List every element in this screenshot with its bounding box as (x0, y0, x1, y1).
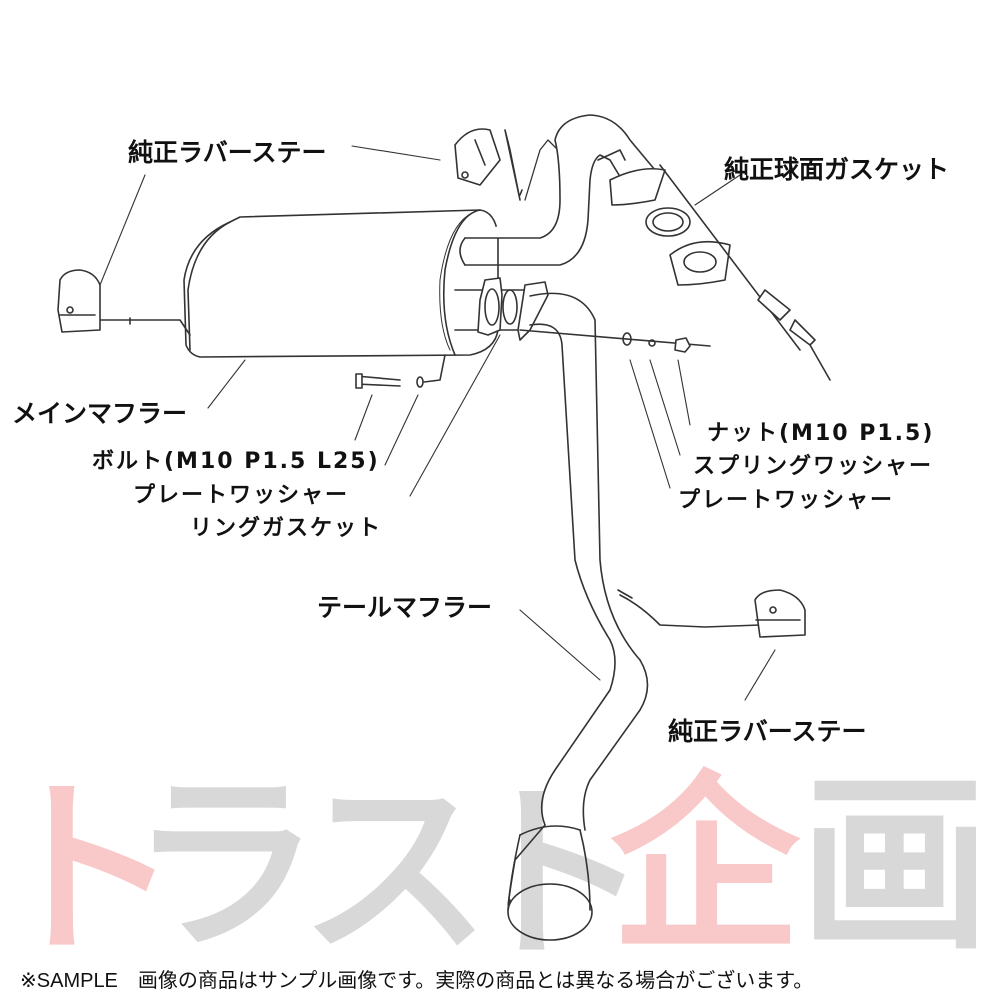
label-plate-washer-right: プレートワッシャー (678, 488, 895, 513)
label-nut: ナット(M10 P1.5) (707, 421, 935, 446)
watermark-char-2: ラ (130, 753, 321, 976)
watermark-char-4: ト (460, 763, 651, 986)
label-ring-gasket: リングガスケット (190, 516, 383, 541)
main-muffler-shape (99, 209, 499, 358)
label-bolt: ボルト(M10 P1.5 L25) (92, 449, 380, 474)
tail-muffler-shape (507, 589, 761, 941)
fastener-row-right (519, 329, 711, 353)
label-spherical-gasket: 純正球面ガスケット (724, 155, 950, 184)
label-tail-muffler: テールマフラー (317, 593, 493, 622)
outlet-flanges (454, 277, 641, 661)
rubber-stay-top-shape (454, 128, 521, 201)
label-rubber-stay-top: 純正ラバーステー (128, 138, 327, 167)
label-plate-washer-left: プレートワッシャー (133, 483, 350, 508)
rubber-stay-right-shape (754, 589, 806, 638)
label-rubber-stay-bottom: 純正ラバーステー (668, 717, 867, 746)
watermark-char-3: ス (300, 758, 491, 981)
watermark-char-1: ト (0, 758, 181, 981)
label-spring-washer: スプリングワッシャー (693, 454, 934, 479)
bolt-and-washer (355, 354, 446, 389)
inlet-pipe-shape (459, 114, 656, 266)
watermark-char-6: 画 (800, 753, 991, 976)
rubber-stay-left-shape (57, 269, 101, 333)
label-main-muffler: メインマフラー (12, 399, 188, 428)
spherical-gasket-assembly (609, 164, 831, 381)
sample-disclaimer: ※SAMPLE 画像の商品はサンプル画像です。実際の商品とは異なる場合がございま… (20, 970, 814, 992)
watermark-char-5: 企 (610, 753, 801, 976)
leader-lines (99, 145, 776, 701)
